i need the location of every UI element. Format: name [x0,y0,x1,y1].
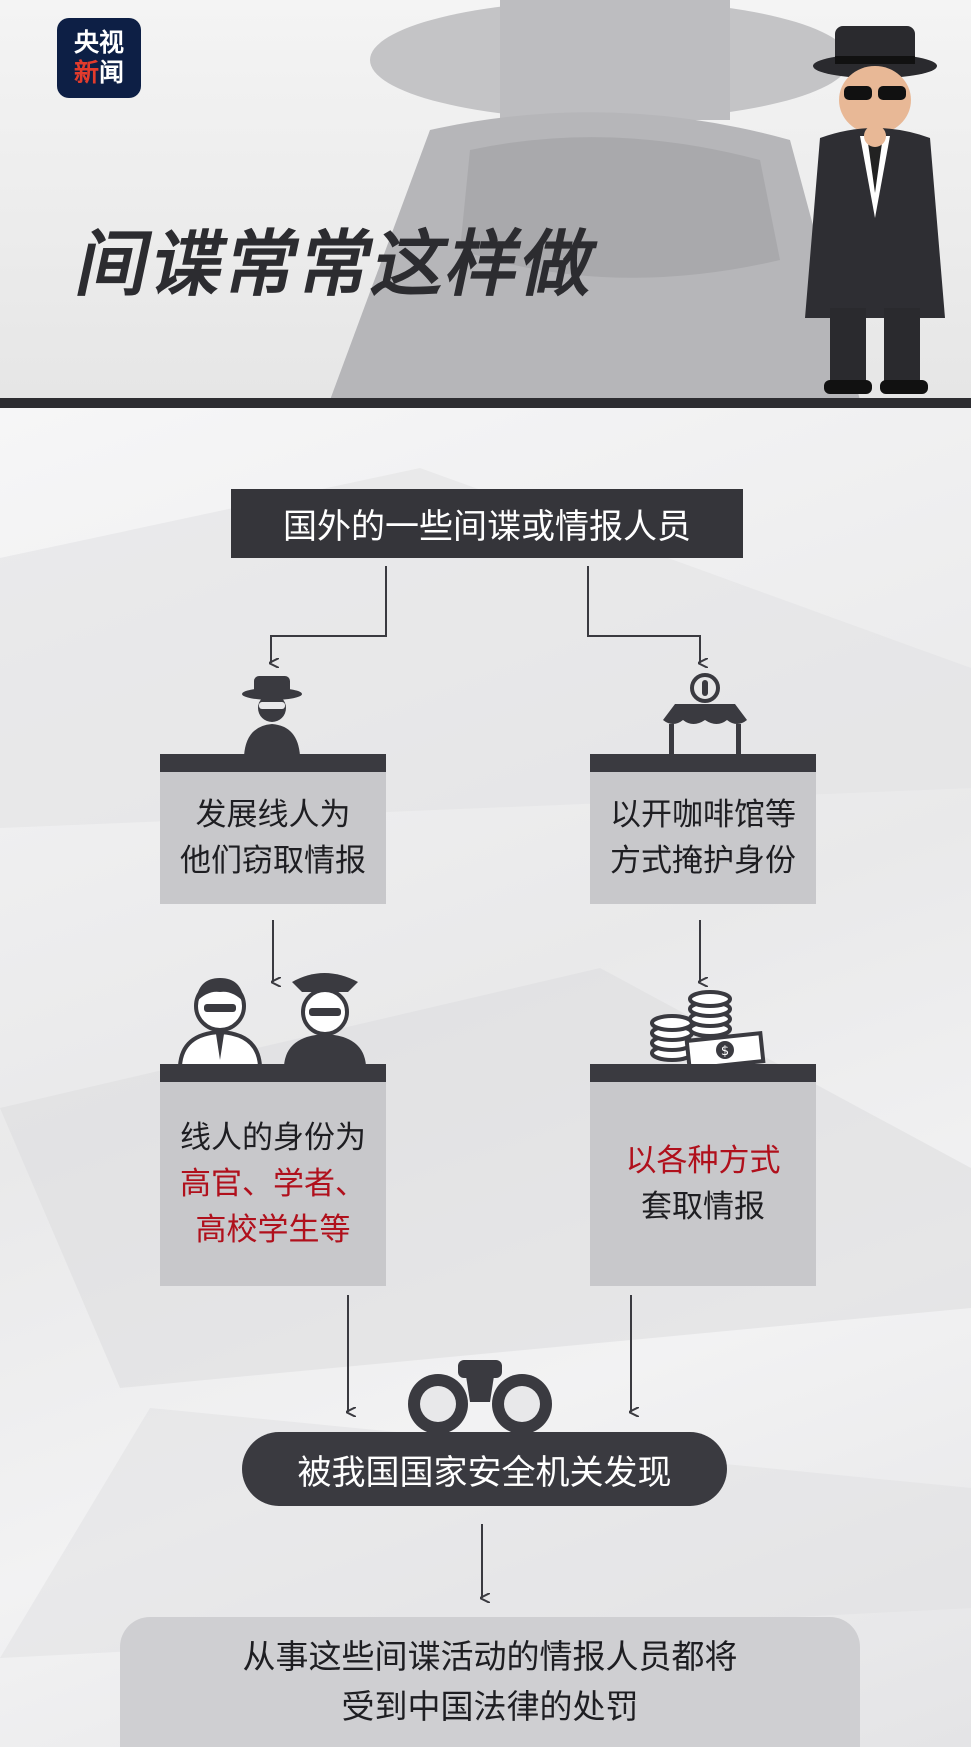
money-icon: $ [650,990,766,1067]
left-card2-bar [160,1064,386,1082]
logo-line2-a: 新 [73,58,99,87]
header-divider [0,398,971,408]
left-card2-line2: 高官、学者、 [180,1166,366,1202]
coffee-shop-icon [663,673,747,756]
svg-text:$: $ [721,1044,729,1059]
connector-top-right [587,566,700,663]
left-card1-line2: 他们窃取情报 [180,843,366,879]
left-card-2: 线人的身份为 高官、学者、 高校学生等 [160,1082,386,1286]
cctv-news-logo: 央视 新 闻 [57,18,141,98]
connector-top-left [271,566,387,663]
source-box: 国外的一些间谍或情报人员 [231,489,743,558]
spy-shadow-illustration [330,0,860,400]
right-card1-bar [590,754,816,772]
header-banner: 央视 新 闻 间谍常常这样做 [0,0,971,400]
final-line2: 受到中国法律的处罚 [341,1687,639,1726]
spy-figure-icon [805,26,945,394]
right-card2-line1: 以各种方式 [625,1143,781,1179]
final-line1: 从事这些间谍活动的情报人员都将 [242,1637,738,1676]
spy-icon [242,676,302,756]
left-card2-line3: 高校学生等 [195,1212,351,1248]
right-card-1: 以开咖啡馆等 方式掩护身份 [590,772,816,904]
left-card1-line1: 发展线人为 [195,797,351,833]
right-card1-line1: 以开咖啡馆等 [610,797,796,833]
right-card2-line2: 套取情报 [641,1189,765,1225]
right-card2-bar [590,1064,816,1082]
logo-line1: 央视 [73,28,124,57]
left-card-1: 发展线人为 他们窃取情报 [160,772,386,904]
right-card1-line2: 方式掩护身份 [610,843,796,879]
left-card1-bar [160,754,386,772]
officials-icon [177,973,366,1066]
binoculars-icon [408,1360,552,1434]
final-box: 从事这些间谍活动的情报人员都将 受到中国法律的处罚 [120,1617,860,1747]
discovered-pill: 被我国国家安全机关发现 [242,1432,727,1506]
logo-line2-b: 闻 [99,58,125,87]
right-card-2: 以各种方式 套取情报 [590,1082,816,1286]
left-card2-line1: 线人的身份为 [180,1120,366,1156]
